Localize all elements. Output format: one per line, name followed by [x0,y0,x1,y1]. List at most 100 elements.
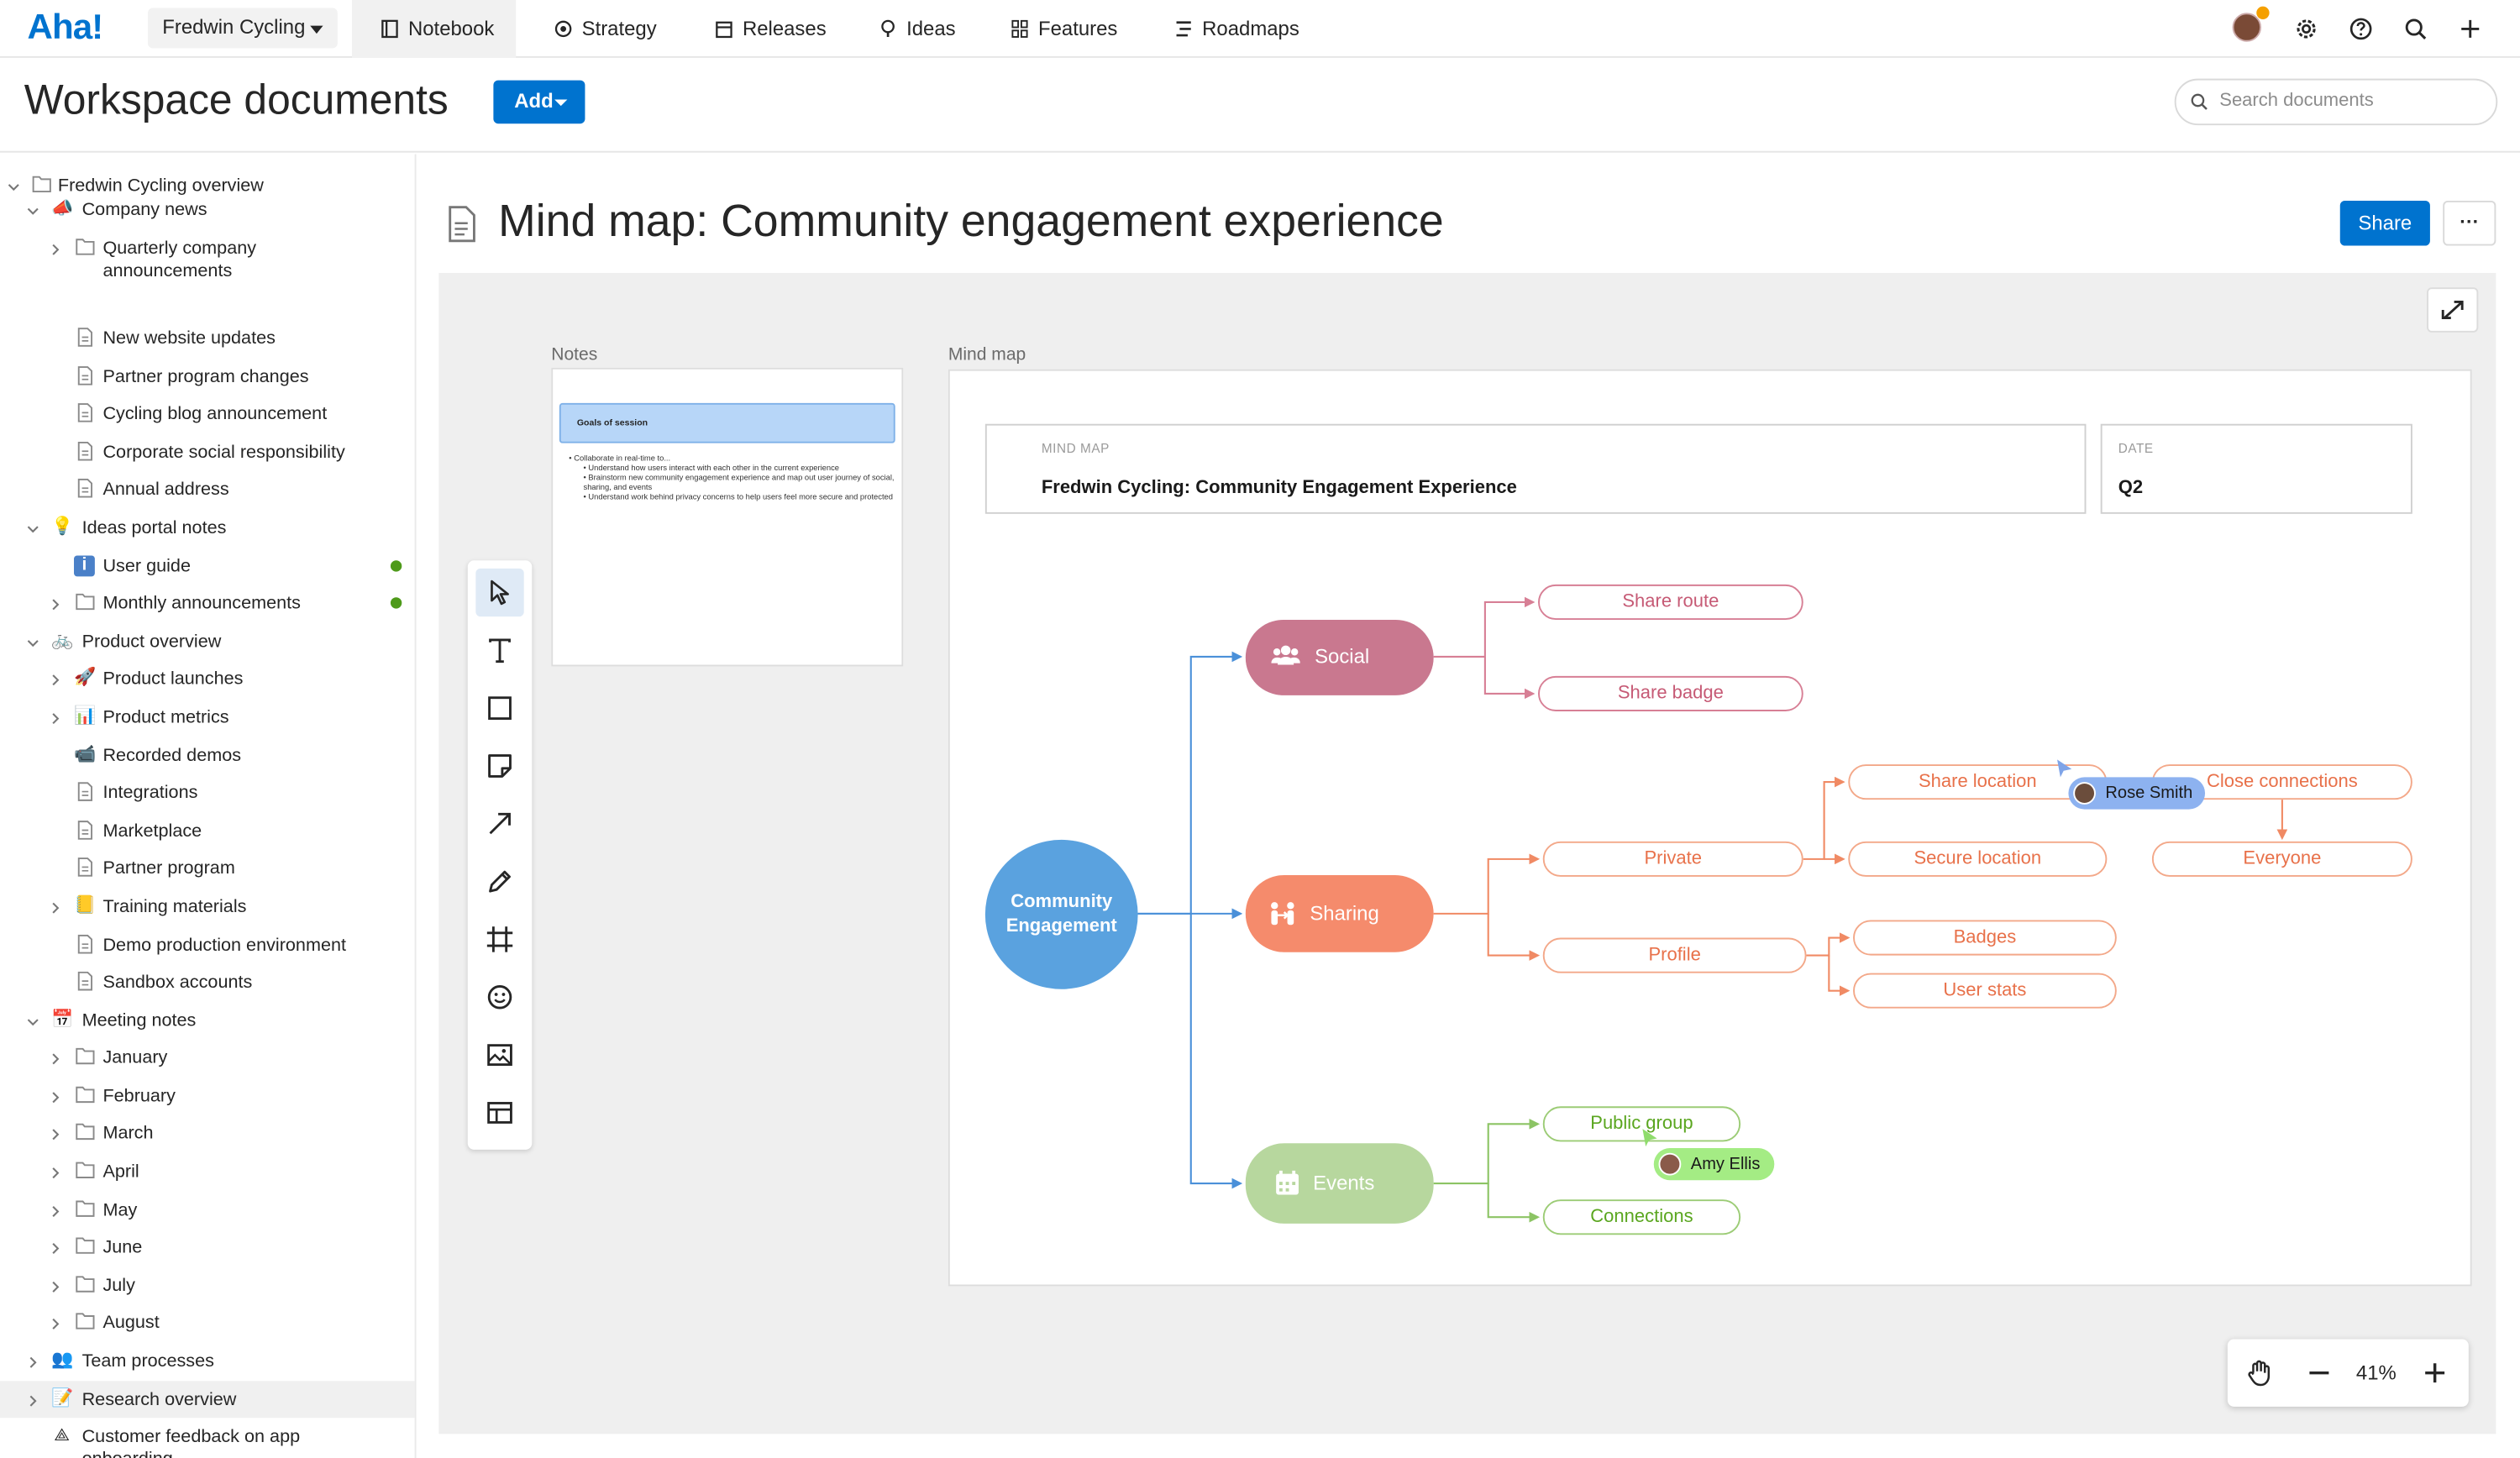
zoom-in-icon[interactable] [2420,1358,2449,1387]
help-icon[interactable] [2346,14,2375,43]
arrow-tool[interactable] [475,800,523,847]
tab-releases[interactable]: Releases [715,0,827,58]
chevron-right-icon[interactable] [50,1278,60,1293]
add-button[interactable]: Add [493,80,585,124]
sidebar-item[interactable]: Integrations [0,774,415,811]
sidebar-item[interactable]: Corporate social responsibility [0,433,415,470]
aha-logo[interactable]: Aha! [27,6,104,47]
private-node[interactable]: Private [1542,841,1803,877]
sidebar-item[interactable]: April [0,1153,415,1190]
sidebar-item[interactable]: New website updates [0,319,415,356]
chevron-right-icon[interactable] [50,671,60,686]
sidebar-item[interactable]: Monthly announcements [0,585,415,621]
frame-tool[interactable] [475,915,523,963]
sidebar-item[interactable]: 📝Research overview [0,1381,415,1419]
search-icon[interactable] [2401,14,2429,43]
chevron-down-icon[interactable] [27,1013,39,1026]
social-node[interactable]: Social [1245,619,1434,695]
chevron-right-icon[interactable] [50,1125,60,1141]
sidebar-item[interactable]: May [0,1192,415,1229]
zoom-out-icon[interactable] [2305,1358,2334,1387]
sidebar-item[interactable]: 🚀Product launches [0,660,415,697]
everyone-node[interactable]: Everyone [2151,841,2412,877]
user-avatar[interactable] [2232,13,2262,42]
gear-icon[interactable] [2292,14,2320,43]
sidebar-item[interactable]: 📒Training materials [0,888,415,925]
chevron-right-icon[interactable] [50,1088,60,1104]
sidebar-item[interactable]: 📊Product metrics [0,699,415,736]
image-tool[interactable] [475,1031,523,1078]
sidebar-item[interactable]: Annual address [0,470,415,507]
events-node[interactable]: Events [1245,1143,1434,1224]
chevron-right-icon[interactable] [50,1240,60,1254]
profile-node[interactable]: Profile [1542,937,1807,973]
user-stats-node[interactable]: User stats [1853,973,2117,1009]
search-documents-input[interactable]: Search documents [2174,78,2498,126]
sidebar-item[interactable]: Partner program [0,849,415,886]
sidebar-item[interactable]: Marketplace [0,812,415,849]
chevron-right-icon[interactable] [50,899,60,914]
badges-node[interactable]: Badges [1853,920,2117,956]
chevron-right-icon[interactable] [50,1315,60,1330]
sidebar-item[interactable]: Cycling blog announcement [0,395,415,432]
document-title[interactable]: Mind map: Community engagement experienc… [498,196,1444,246]
sticky-note-tool[interactable] [475,742,523,789]
rectangle-tool[interactable] [475,684,523,732]
secure-location-node[interactable]: Secure location [1848,841,2108,877]
chevron-right-icon[interactable] [50,1203,60,1218]
chevron-down-icon[interactable] [27,634,39,648]
sidebar-item[interactable]: July [0,1267,415,1303]
chevron-right-icon[interactable] [50,1164,60,1179]
sharing-node[interactable]: Sharing [1245,874,1434,952]
sidebar-item[interactable]: 👥Team processes [0,1342,415,1379]
sidebar-item[interactable]: 📹Recorded demos [0,737,415,774]
sidebar-item[interactable]: January [0,1039,415,1076]
tab-strategy[interactable]: Strategy [554,0,657,58]
share-route-node[interactable]: Share route [1538,584,1803,620]
sidebar-item[interactable]: June [0,1229,415,1266]
sidebar-item[interactable]: Sandbox accounts [0,963,415,1000]
chevron-down-icon[interactable] [27,202,39,215]
text-icon [489,638,511,663]
chevron-down-icon[interactable] [8,178,19,191]
tab-ideas[interactable]: Ideas [879,0,956,58]
share-badge-node[interactable]: Share badge [1538,675,1803,711]
workspace-selector[interactable]: Fredwin Cycling [148,8,338,49]
chevron-right-icon[interactable] [28,1392,39,1407]
text-tool[interactable] [475,627,523,674]
chevron-right-icon[interactable] [50,710,60,725]
sidebar-item[interactable]: August [0,1303,415,1340]
sidebar-item[interactable]: 📅Meeting notes [0,1002,415,1039]
tab-notebook[interactable]: Notebook [352,0,517,58]
table-tool[interactable] [475,1088,523,1136]
chevron-right-icon[interactable] [50,241,60,255]
connections-node[interactable]: Connections [1542,1199,1741,1235]
emoji-tool[interactable] [475,973,523,1021]
tab-roadmaps[interactable]: Roadmaps [1175,0,1299,58]
sidebar-item[interactable]: Demo production environment [0,926,415,963]
chevron-right-icon[interactable] [50,595,60,611]
more-options-button[interactable]: ··· [2443,200,2496,246]
expand-button[interactable] [2427,287,2479,333]
chevron-right-icon[interactable] [28,1354,39,1368]
public-group-node[interactable]: Public group [1542,1106,1741,1142]
sidebar-item[interactable]: Fredwin Cycling overview [0,167,415,204]
plus-icon[interactable] [2456,14,2485,43]
chevron-down-icon[interactable] [27,520,39,533]
sidebar-item[interactable]: ⟁Customer feedback on apponboarding [0,1418,415,1458]
sidebar-item[interactable]: February [0,1078,415,1114]
pen-tool[interactable] [475,857,523,905]
tab-features[interactable]: Features [1011,0,1117,58]
select-tool[interactable] [475,568,524,617]
sidebar-item[interactable]: Partner program changes [0,358,415,395]
chevron-right-icon[interactable] [50,1050,60,1065]
sidebar-item[interactable]: 🚲Product overview [0,623,415,660]
share-button[interactable]: Share [2339,200,2430,246]
root-node[interactable]: Community Engagement [984,839,1138,989]
sidebar-item[interactable]: March [0,1114,415,1151]
sidebar-item[interactable]: 📣Company news [0,191,415,228]
sidebar-item[interactable]: 💡Ideas portal notes [0,509,415,546]
hand-pan-icon[interactable] [2245,1358,2274,1387]
